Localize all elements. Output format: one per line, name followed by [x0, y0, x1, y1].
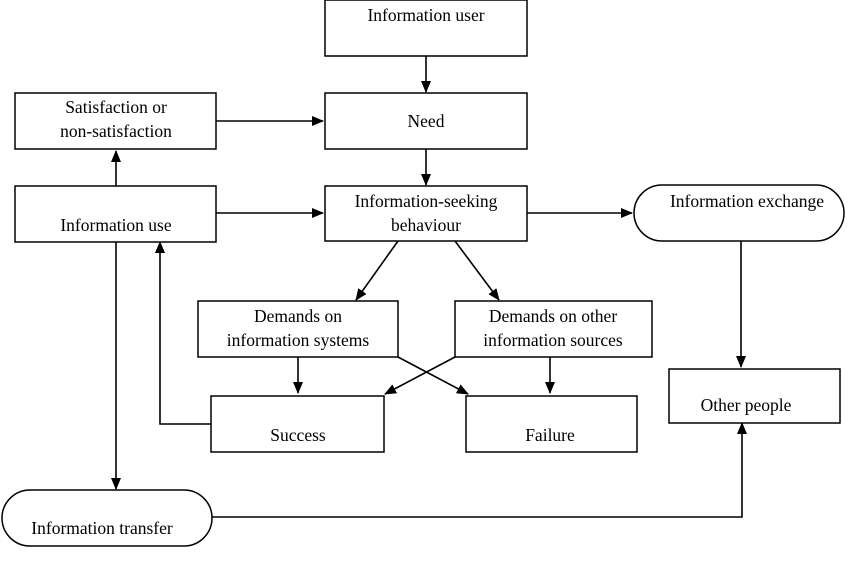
node-information-transfer: Information transfer — [1, 489, 213, 547]
node-failure: Failure — [465, 395, 638, 453]
node-information-user: Information user — [324, 0, 528, 57]
connectors — [111, 56, 747, 518]
edge-success-to-use — [155, 241, 211, 425]
failure-label: Failure — [525, 425, 575, 445]
need-label: Need — [408, 111, 445, 131]
edge-systems-to-failure — [397, 356, 469, 395]
success-label: Success — [270, 425, 326, 445]
demands-sources-label-line1: Demands on other — [489, 306, 617, 326]
information-seeking-label-line2: behaviour — [391, 215, 461, 235]
node-information-use: Information use — [14, 185, 217, 243]
satisfaction-label-line2: non-satisfaction — [60, 121, 172, 141]
demands-systems-label-line2: information systems — [227, 330, 370, 350]
information-user-label: Information user — [367, 5, 484, 25]
edge-transfer-to-other-people — [212, 422, 747, 518]
node-information-seeking: Information-seeking behaviour — [324, 185, 528, 242]
edge-seeking-to-demands-systems — [355, 240, 399, 301]
edge-seeking-to-demands-sources — [454, 240, 500, 301]
satisfaction-label-line1: Satisfaction or — [65, 97, 167, 117]
node-success: Success — [210, 395, 385, 453]
information-use-label: Information use — [60, 215, 172, 235]
node-demands-systems: Demands on information systems — [197, 300, 399, 358]
information-seeking-label-line1: Information-seeking — [355, 191, 498, 211]
node-satisfaction: Satisfaction or non-satisfaction — [14, 92, 217, 150]
information-transfer-label: Information transfer — [31, 518, 173, 538]
demands-systems-label-line1: Demands on — [254, 306, 342, 326]
node-demands-sources: Demands on other information sources — [454, 300, 653, 358]
edge-sources-to-success — [384, 356, 456, 395]
demands-sources-label-line2: information sources — [483, 330, 623, 350]
node-other-people: Other people — [668, 368, 841, 424]
node-need: Need — [324, 92, 528, 150]
node-information-exchange: Information exchange — [633, 184, 845, 242]
other-people-label: Other people — [701, 395, 792, 415]
information-exchange-label: Information exchange — [670, 191, 824, 211]
